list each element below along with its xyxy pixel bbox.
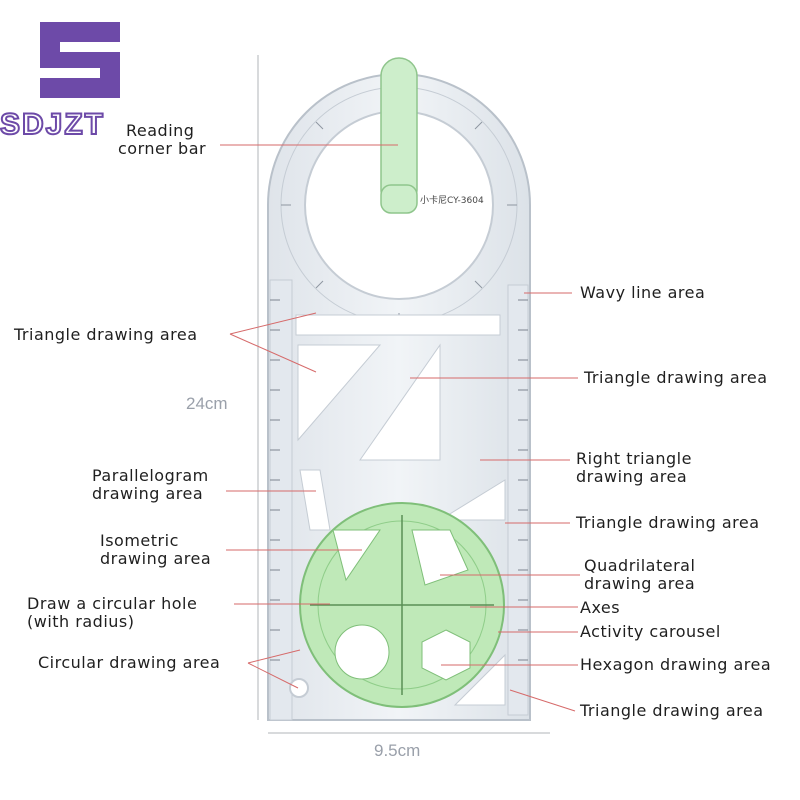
callout-line: Reading bbox=[126, 121, 195, 140]
callout-line: drawing area bbox=[576, 467, 688, 486]
callout-line: Parallelogram bbox=[92, 466, 209, 485]
callout-triangle-left: Triangle drawing area bbox=[14, 325, 198, 344]
callout-triangle-right-mid: Triangle drawing area bbox=[576, 513, 760, 532]
callout-right-triangle: Right triangle drawing area bbox=[576, 450, 692, 486]
width-dimension: 9.5cm bbox=[374, 741, 421, 760]
brand-wordmark: SDJZT bbox=[0, 107, 106, 142]
callout-line: drawing area bbox=[92, 484, 204, 503]
callout-triangle-right-bottom: Triangle drawing area bbox=[580, 701, 764, 720]
callout-isometric: Isometric drawing area bbox=[100, 532, 211, 568]
callout-triangle-right-top: Triangle drawing area bbox=[584, 368, 768, 387]
callout-line: Draw a circular hole bbox=[27, 594, 198, 613]
callout-reading-corner-bar: Reading corner bar bbox=[118, 122, 206, 158]
callout-line: drawing area bbox=[584, 574, 696, 593]
callout-line: Quadrilateral bbox=[584, 556, 696, 575]
callout-circular-drawing: Circular drawing area bbox=[38, 653, 221, 672]
callout-line: (with radius) bbox=[27, 612, 135, 631]
callout-line: Right triangle bbox=[576, 449, 692, 468]
callout-quadrilateral: Quadrilateral drawing area bbox=[584, 557, 695, 593]
brand-logo-icon bbox=[40, 22, 120, 98]
callout-axes: Axes bbox=[580, 598, 621, 617]
callout-activity-carousel: Activity carousel bbox=[580, 622, 721, 641]
callout-wavy-line: Wavy line area bbox=[580, 283, 706, 302]
callout-line: corner bar bbox=[118, 139, 207, 158]
callout-line: Isometric bbox=[100, 531, 179, 550]
model-label: 小卡尼CY-3604 bbox=[420, 196, 484, 206]
callout-hexagon: Hexagon drawing area bbox=[580, 655, 772, 674]
callout-parallelogram: Parallelogram drawing area bbox=[92, 467, 209, 503]
callout-line: drawing area bbox=[100, 549, 212, 568]
height-dimension: 24cm bbox=[186, 394, 228, 413]
callout-circular-hole: Draw a circular hole (with radius) bbox=[27, 595, 197, 631]
